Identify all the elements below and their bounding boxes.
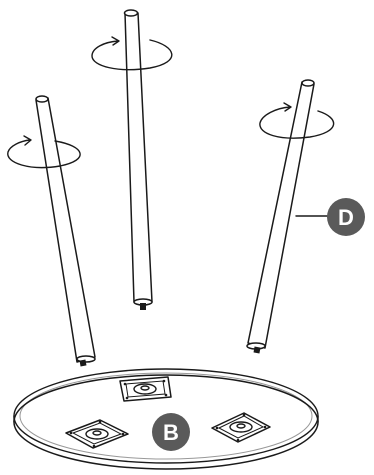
- callout-b-badge: [152, 413, 190, 451]
- callout-d-label: D: [338, 205, 354, 230]
- mounting-plate-right: [211, 412, 271, 443]
- leg-left: [35, 95, 96, 367]
- callout-b: B: [152, 413, 190, 451]
- rotate-arrow-icon: [7, 135, 81, 169]
- callout-d-badge: [327, 198, 365, 236]
- leg-center: [123, 9, 153, 310]
- rotate-arrow-icon: [91, 36, 173, 71]
- leg-right: [246, 79, 315, 354]
- callout-d: D: [295, 198, 365, 236]
- mounting-plate-top: [119, 376, 172, 402]
- mounting-plate-left: [65, 419, 129, 449]
- rotate-arrow-icon: [259, 102, 335, 139]
- callout-b-label: B: [163, 420, 179, 445]
